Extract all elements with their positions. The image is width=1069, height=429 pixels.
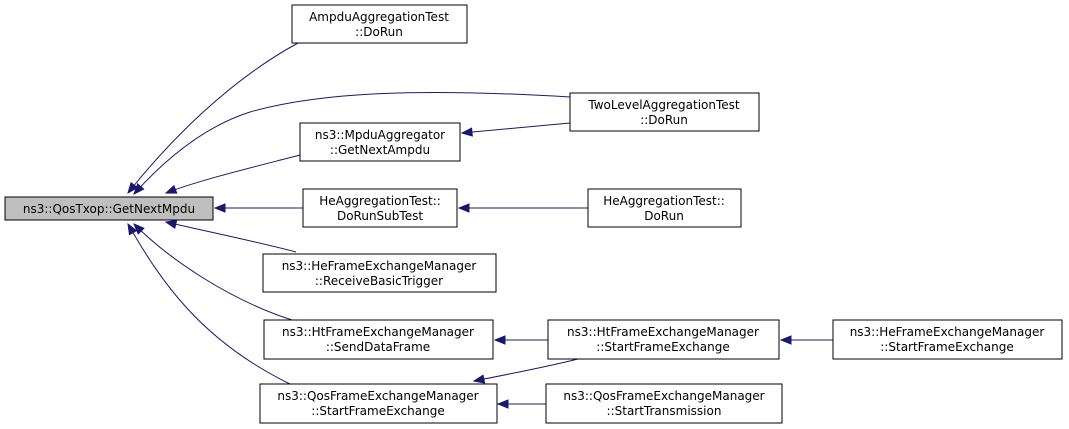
node-label-line-1: ns3::HeFrameExchangeManager — [850, 325, 1045, 339]
node-label-line-1: ns3::MpduAggregator — [315, 128, 445, 142]
node-ht-frame-exchange-manager-senddataframe[interactable]: ns3::HtFrameExchangeManager ::SendDataFr… — [263, 319, 494, 360]
node-root[interactable]: ns3::QosTxop::GetNextMpdu — [4, 196, 214, 221]
edge-ampdu-to-root — [128, 42, 299, 193]
node-label-line-2: ::StartFrameExchange — [880, 340, 1013, 354]
node-label-line-2: ::ReceiveBasicTrigger — [315, 274, 443, 288]
node-label-line-2: ::SendDataFrame — [326, 340, 430, 354]
node-he-frame-exchange-manager-startframeexchange[interactable]: ns3::HeFrameExchangeManager ::StartFrame… — [832, 319, 1063, 360]
node-label-line-1: HeAggregationTest:: — [603, 194, 725, 208]
node-ampdu-aggregation-test-dorun[interactable]: AmpduAggregationTest ::DoRun — [291, 4, 468, 44]
node-label-line-1: ns3::HtFrameExchangeManager — [282, 325, 474, 339]
node-two-level-aggregation-test-dorun[interactable]: TwoLevelAggregationTest ::DoRun — [569, 92, 760, 132]
edges — [128, 42, 833, 404]
node-label-line-1: AmpduAggregationTest — [309, 10, 449, 24]
node-ht-frame-exchange-manager-startframeexchange[interactable]: ns3::HtFrameExchangeManager ::StartFrame… — [547, 319, 780, 360]
edge-mpduagg-to-root — [166, 154, 301, 193]
node-label-line-1: TwoLevelAggregationTest — [587, 98, 740, 112]
node-label-line-2: DoRun — [644, 209, 684, 223]
node-label-line-2: ::StartFrameExchange — [596, 340, 729, 354]
edge-twolevel-to-root — [134, 91, 571, 194]
node-label-line-1: HeAggregationTest:: — [319, 194, 441, 208]
node-label-line-2: ::StartFrameExchange — [311, 404, 444, 418]
node-label-line-2: ::GetNextAmpdu — [330, 143, 430, 157]
edge-htstart-to-qosstart — [474, 358, 579, 381]
node-qos-frame-exchange-manager-starttransmission[interactable]: ns3::QosFrameExchangeManager ::StartTran… — [545, 383, 783, 424]
node-he-frame-exchange-manager-receivebasictrigger[interactable]: ns3::HeFrameExchangeManager ::ReceiveBas… — [262, 253, 497, 293]
node-root-label: ns3::QosTxop::GetNextMpdu — [23, 202, 195, 216]
edge-twolevel-to-mpduagg — [462, 122, 571, 133]
node-label-line-1: ns3::QosFrameExchangeManager — [563, 389, 764, 403]
node-label-line-2: ::DoRun — [640, 113, 688, 127]
node-label-line-2: ::StartTransmission — [607, 404, 722, 418]
node-label-line-1: ns3::QosFrameExchangeManager — [277, 389, 478, 403]
node-label-line-2: ::DoRun — [355, 25, 403, 39]
node-he-aggregation-test-dorunsubtest[interactable]: HeAggregationTest:: DoRunSubTest — [302, 188, 458, 228]
node-he-aggregation-test-dorun[interactable]: HeAggregationTest:: DoRun — [587, 188, 742, 228]
edge-qosstart-to-root — [128, 224, 291, 385]
node-label-line-2: DoRunSubTest — [337, 209, 423, 223]
node-mpdu-aggregator-getnextampdu[interactable]: ns3::MpduAggregator ::GetNextAmpdu — [299, 122, 461, 162]
edge-herecv-to-root — [166, 222, 297, 253]
node-qos-frame-exchange-manager-startframeexchange[interactable]: ns3::QosFrameExchangeManager ::StartFram… — [259, 383, 498, 424]
node-label-line-1: ns3::HtFrameExchangeManager — [567, 325, 759, 339]
edge-htsend-to-root — [134, 224, 293, 321]
node-label-line-1: ns3::HeFrameExchangeManager — [282, 259, 477, 273]
